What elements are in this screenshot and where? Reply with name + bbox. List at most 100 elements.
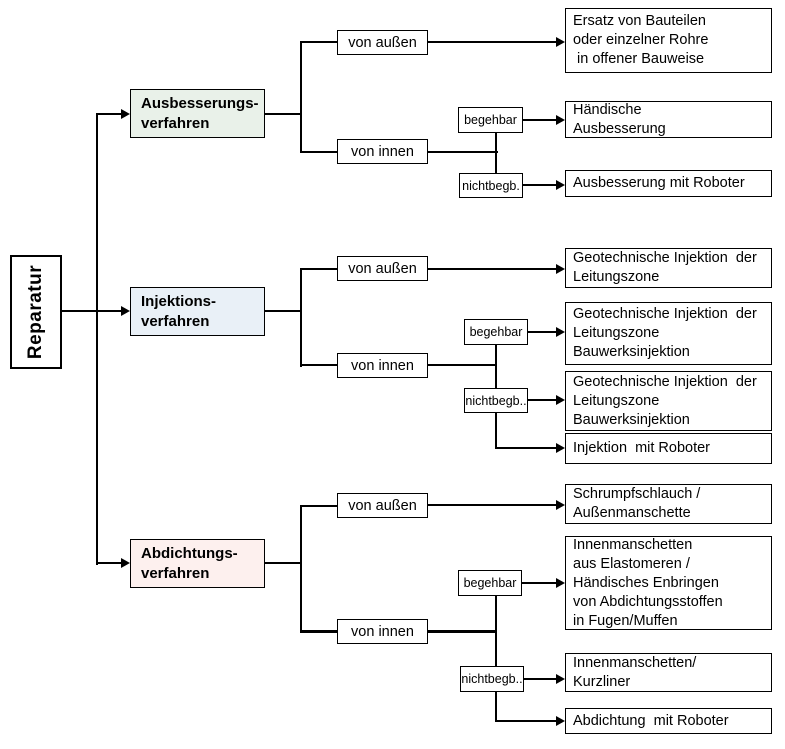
connector-line	[62, 310, 98, 312]
connector-line	[495, 344, 497, 389]
result-label: Ersatz von Bauteilen oder einzelner Rohr…	[573, 13, 709, 67]
result-label: Innenmanschetten/ Kurzliner	[573, 654, 697, 690]
arrow-right-icon	[556, 443, 565, 453]
result-label: Abdichtung mit Roboter	[573, 712, 729, 729]
arrow-right-icon	[121, 558, 130, 568]
node-label: begehbar	[464, 113, 517, 127]
arrow-right-icon	[556, 500, 565, 510]
result-node-b2-robot: Injektion mit Roboter	[565, 433, 772, 464]
connector-line	[524, 678, 556, 680]
connector-line	[428, 504, 556, 506]
connector-line	[495, 595, 497, 666]
node-label: nichtbegb.	[462, 178, 520, 193]
arrow-right-icon	[556, 115, 565, 125]
result-node-b3-notwalkable: Innenmanschetten/ Kurzliner	[565, 653, 772, 692]
node-label: nichtbegb..	[461, 672, 523, 686]
node-label: begehbar	[463, 576, 517, 590]
result-label: Geotechnische Injektion der Leitungszone	[573, 250, 757, 285]
connector-line	[528, 399, 556, 401]
result-label: Schrumpfschlauch / Außenmanschette	[573, 486, 701, 521]
node-von-innen-b1: von innen	[337, 139, 428, 164]
connector-line	[265, 310, 302, 312]
arrow-right-icon	[121, 109, 130, 119]
connector-line	[522, 582, 556, 584]
category-label: Injektions- verfahren	[141, 292, 217, 330]
connector-line	[523, 119, 556, 121]
node-nichtbegehbar-b2: nichtbegb..	[464, 388, 528, 413]
node-label: von innen	[351, 357, 414, 374]
connector-line	[300, 364, 337, 366]
node-label: von außen	[348, 34, 417, 51]
node-begehbar-b3: begehbar	[458, 570, 522, 596]
category-node-abdichtungsverfahren: Abdichtungs- verfahren	[130, 539, 265, 588]
connector-line	[523, 184, 556, 186]
arrow-right-icon	[556, 37, 565, 47]
connector-line	[495, 413, 497, 449]
connector-line	[300, 41, 337, 43]
connector-line	[428, 151, 498, 153]
connector-line	[96, 562, 121, 564]
connector-line	[495, 132, 497, 174]
connector-line	[300, 630, 337, 633]
node-von-aussen-b3: von außen	[337, 493, 428, 518]
category-label: Abdichtungs- verfahren	[141, 544, 238, 582]
result-node-b1-notwalkable: Ausbesserung mit Roboter	[565, 170, 772, 197]
node-label: begehbar	[469, 325, 523, 339]
category-node-ausbesserungsverfahren: Ausbesserungs- verfahren	[130, 89, 265, 138]
arrow-right-icon	[556, 180, 565, 190]
connector-line	[265, 113, 302, 115]
result-label: Geotechnische Injektion der Leitungszone…	[573, 373, 757, 428]
connector-line	[265, 562, 302, 564]
arrow-right-icon	[556, 578, 565, 588]
node-von-aussen-b1: von außen	[337, 30, 428, 55]
node-label: von innen	[351, 623, 414, 640]
connector-line	[300, 151, 337, 153]
node-label: nichtbegb..	[465, 393, 527, 408]
connector-line	[428, 268, 556, 270]
connector-line	[96, 113, 98, 565]
node-label: von außen	[348, 260, 417, 277]
result-label: Ausbesserung mit Roboter	[573, 175, 745, 191]
result-node-b2-walkable: Geotechnische Injektion der Leitungszone…	[565, 302, 772, 365]
category-node-injektionsverfahren: Injektions- verfahren	[130, 287, 265, 336]
connector-line	[96, 113, 121, 115]
arrow-right-icon	[556, 716, 565, 726]
result-node-b3-walkable: Innenmanschetten aus Elastomeren / Händi…	[565, 536, 772, 630]
arrow-right-icon	[556, 327, 565, 337]
result-label: Händische Ausbesserung	[573, 101, 666, 137]
node-label: von außen	[348, 497, 417, 514]
connector-line	[300, 505, 337, 507]
node-von-innen-b2: von innen	[337, 353, 428, 378]
connector-line	[300, 41, 302, 153]
node-nichtbegehbar-b3: nichtbegb..	[460, 666, 524, 692]
result-node-b2-notwalkable: Geotechnische Injektion der Leitungszone…	[565, 371, 772, 431]
connector-line	[428, 41, 556, 43]
connector-line	[495, 447, 556, 449]
arrow-right-icon	[121, 306, 130, 316]
node-label: von innen	[351, 143, 414, 160]
result-label: Geotechnische Injektion der Leitungszone…	[573, 306, 757, 360]
node-von-aussen-b2: von außen	[337, 256, 428, 281]
result-label: Innenmanschetten aus Elastomeren / Händi…	[573, 536, 723, 629]
node-von-innen-b3: von innen	[337, 619, 428, 644]
node-begehbar-b1: begehbar	[458, 107, 523, 133]
node-nichtbegehbar-b1: nichtbegb.	[459, 173, 523, 198]
category-label: Ausbesserungs- verfahren	[141, 94, 259, 132]
result-node-b1-walkable: Händische Ausbesserung	[565, 101, 772, 138]
connector-line	[300, 505, 302, 633]
connector-line	[428, 630, 497, 633]
result-node-b3-robot: Abdichtung mit Roboter	[565, 708, 772, 734]
connector-line	[495, 720, 556, 722]
root-node-reparatur: Reparatur	[10, 255, 62, 369]
connector-line	[96, 310, 121, 312]
connector-line	[300, 268, 337, 270]
connector-line	[495, 692, 497, 721]
arrow-right-icon	[556, 264, 565, 274]
connector-line	[300, 268, 302, 367]
connector-line	[428, 364, 497, 366]
arrow-right-icon	[556, 674, 565, 684]
arrow-right-icon	[556, 395, 565, 405]
connector-line	[528, 331, 556, 333]
root-node-label: Reparatur	[25, 264, 46, 360]
result-node-b2-outer: Geotechnische Injektion der Leitungszone	[565, 248, 772, 288]
